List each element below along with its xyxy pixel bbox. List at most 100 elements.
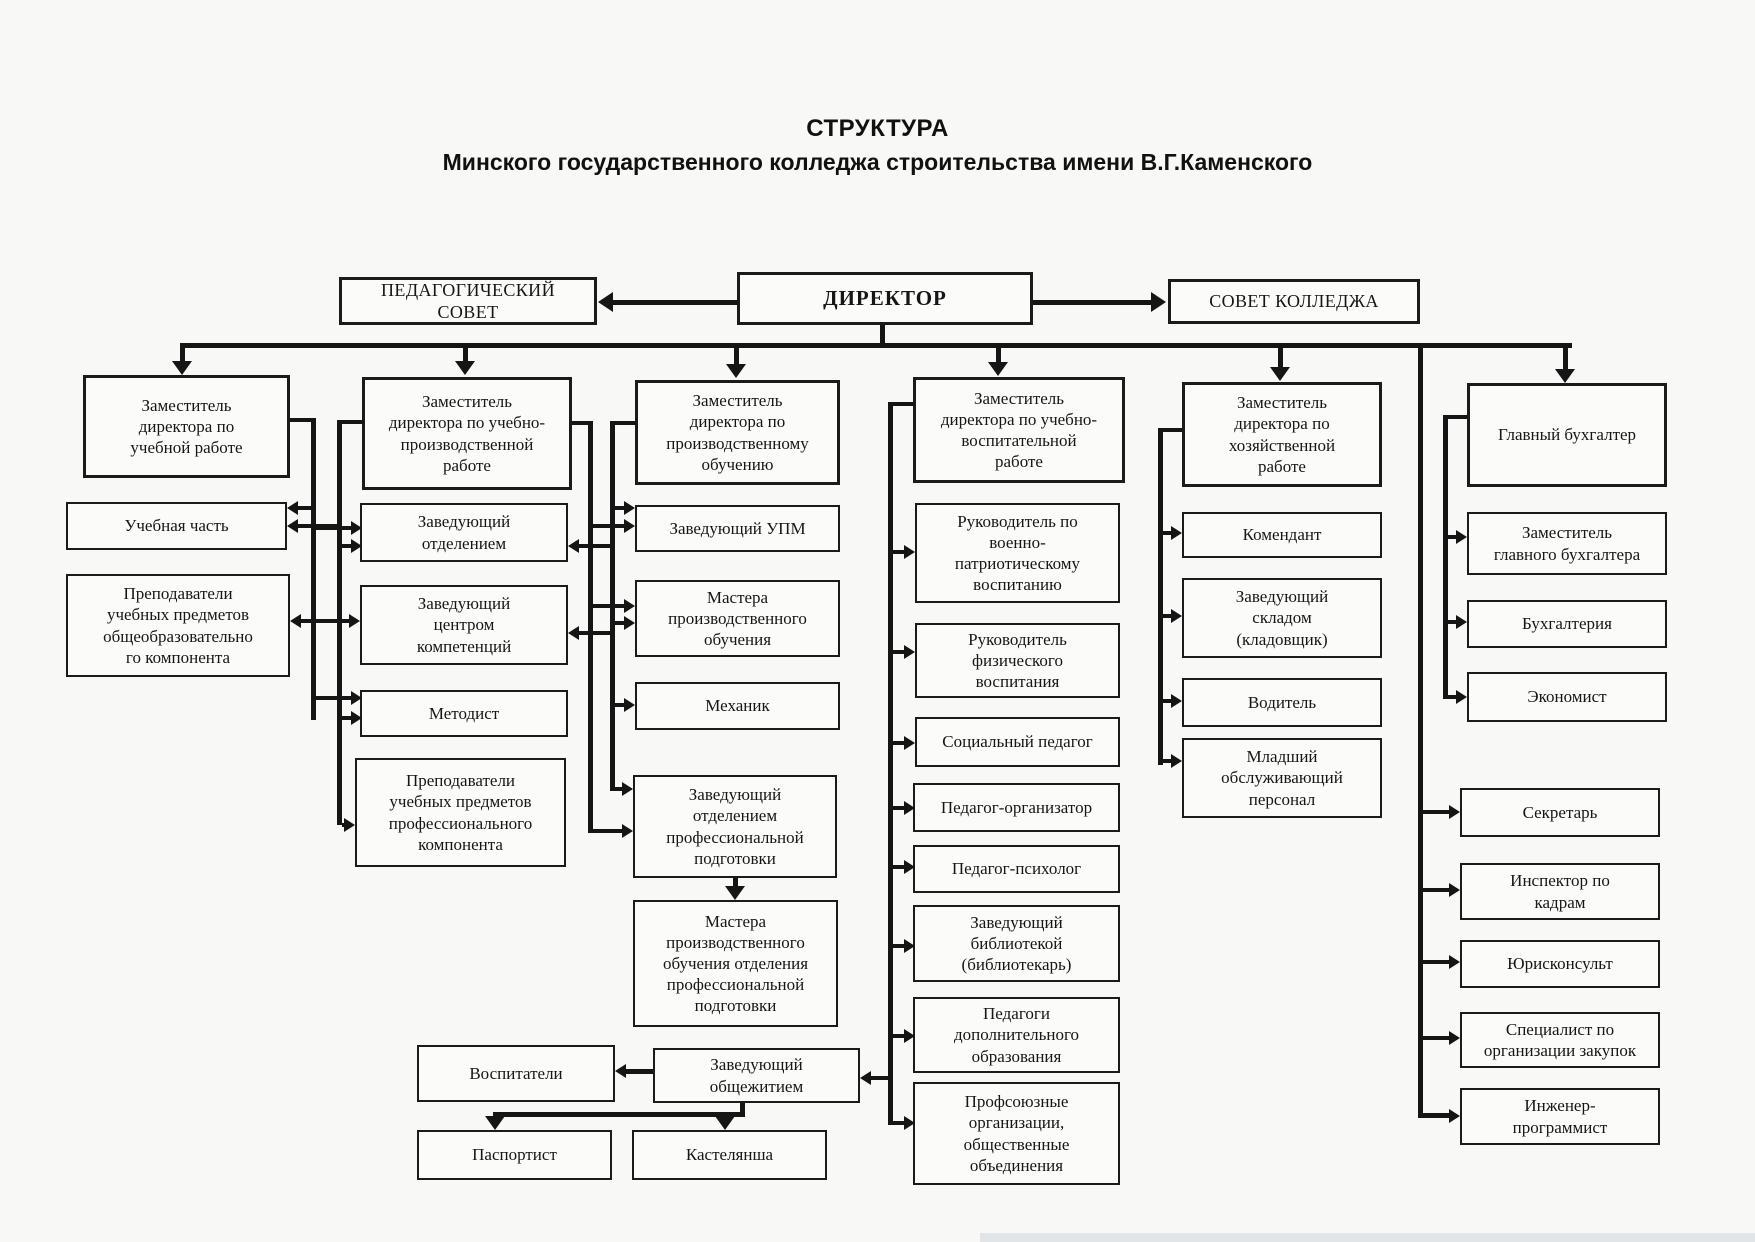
org-box-c2head: Заместитель директора по учебно- произво… bbox=[362, 377, 572, 490]
connector-line bbox=[1158, 428, 1163, 765]
connector-line bbox=[893, 650, 906, 654]
org-box-c2d: Преподаватели учебных предметов професси… bbox=[355, 758, 566, 867]
org-box-sec1: Секретарь bbox=[1460, 788, 1660, 837]
arrowhead-r bbox=[1171, 754, 1182, 768]
org-box-c4c: Социальный педагог bbox=[915, 717, 1120, 767]
org-box-sec5: Инженер- программист bbox=[1460, 1088, 1660, 1145]
org-box-c4h: Профсоюзные организации, общественные об… bbox=[913, 1082, 1120, 1185]
connector-line bbox=[180, 348, 185, 364]
arrowhead-d bbox=[172, 361, 192, 375]
org-box-c4a: Руководитель по военно- патриотическому … bbox=[915, 503, 1120, 603]
org-box-c2a: Заведующий отделением bbox=[360, 503, 568, 562]
arrowhead-r bbox=[624, 599, 635, 613]
connector-line bbox=[612, 421, 637, 425]
arrowhead-r bbox=[904, 801, 915, 815]
arrowhead-r bbox=[1449, 805, 1460, 819]
connector-line bbox=[572, 421, 592, 425]
connector-line bbox=[890, 402, 913, 406]
arrowhead-r bbox=[904, 939, 915, 953]
arrowhead-r bbox=[904, 860, 915, 874]
connector-line bbox=[493, 1112, 745, 1117]
arrowhead-r bbox=[624, 501, 635, 515]
connector-line bbox=[463, 348, 468, 364]
connector-line bbox=[734, 348, 739, 365]
connector-line bbox=[316, 526, 353, 530]
arrowhead-l bbox=[860, 1071, 871, 1085]
connector-line bbox=[615, 787, 625, 791]
arrowhead-r bbox=[1449, 1109, 1460, 1123]
connector-line bbox=[1423, 888, 1451, 892]
arrowhead-r bbox=[624, 698, 635, 712]
connector-line bbox=[996, 348, 1001, 364]
connector-line bbox=[180, 343, 1572, 348]
org-box-c5a: Комендант bbox=[1182, 512, 1382, 558]
connector-line bbox=[625, 1069, 653, 1074]
arrowhead-r bbox=[622, 824, 633, 838]
arrowhead-r bbox=[1449, 1031, 1460, 1045]
connector-line bbox=[1033, 300, 1151, 305]
org-box-c5d: Младший обслуживающий персонал bbox=[1182, 738, 1382, 818]
arrowhead-r bbox=[904, 545, 915, 559]
arrowhead-r bbox=[351, 711, 362, 725]
org-box-c1a: Учебная часть bbox=[66, 502, 287, 550]
connector-line bbox=[311, 418, 316, 720]
connector-line bbox=[588, 421, 593, 833]
connector-line bbox=[290, 418, 315, 422]
org-box-c2c: Методист bbox=[360, 690, 568, 737]
arrowhead-l bbox=[287, 501, 298, 515]
arrowhead-r bbox=[1456, 615, 1467, 629]
connector-line bbox=[577, 631, 615, 635]
connector-line bbox=[1423, 810, 1451, 814]
connector-line bbox=[1445, 415, 1467, 419]
connector-line bbox=[1423, 1036, 1451, 1040]
org-box-c6a: Заместитель главного бухгалтера bbox=[1467, 512, 1667, 575]
connector-line bbox=[1563, 348, 1568, 370]
connector-line bbox=[1163, 531, 1173, 535]
org-box-c5b: Заведующий складом (кладовщик) bbox=[1182, 578, 1382, 658]
connector-line bbox=[1418, 1113, 1451, 1118]
connector-line bbox=[1163, 614, 1173, 618]
connector-line bbox=[615, 703, 626, 707]
arrowhead-l bbox=[598, 292, 613, 312]
arrowhead-d bbox=[455, 361, 475, 375]
org-box-c2b: Заведующий центром компетенций bbox=[360, 585, 568, 665]
arrowhead-d bbox=[988, 362, 1008, 376]
connector-line bbox=[893, 741, 906, 745]
arrowhead-r bbox=[351, 691, 362, 705]
org-box-c3b: Мастера производственного обучения bbox=[635, 580, 840, 657]
arrowhead-r bbox=[904, 645, 915, 659]
connector-line bbox=[893, 944, 906, 948]
page-subtitle: Минского государственного колледжа строи… bbox=[442, 149, 1313, 175]
arrowhead-r bbox=[1449, 883, 1460, 897]
connector-line bbox=[893, 806, 906, 810]
connector-line bbox=[1448, 695, 1458, 699]
connector-line bbox=[1418, 346, 1423, 1118]
org-box-c4head: Заместитель директора по учебно- воспита… bbox=[913, 377, 1125, 483]
arrowhead-l bbox=[568, 626, 579, 640]
arrowhead-r bbox=[1171, 609, 1182, 623]
arrowhead-r bbox=[344, 818, 355, 832]
connector-line bbox=[1278, 348, 1283, 368]
org-box-c6b: Бухгалтерия bbox=[1467, 600, 1667, 648]
arrowhead-l bbox=[290, 614, 301, 628]
connector-line bbox=[593, 524, 626, 528]
arrowhead-r bbox=[624, 616, 635, 630]
arrowhead-r bbox=[1456, 530, 1467, 544]
org-box-sovet: СОВЕТ КОЛЛЕДЖА bbox=[1168, 279, 1420, 324]
org-box-sec3: Юрисконсульт bbox=[1460, 940, 1660, 988]
org-box-c4d: Педагог-организатор bbox=[913, 783, 1120, 832]
arrowhead-r bbox=[1151, 292, 1166, 312]
page-title: СТРУКТУРА bbox=[806, 115, 949, 142]
connector-line bbox=[893, 865, 906, 869]
arrowhead-r bbox=[1171, 526, 1182, 540]
org-box-c3e: Мастера производственного обучения отдел… bbox=[633, 900, 838, 1027]
connector-line bbox=[296, 506, 313, 510]
connector-line bbox=[342, 716, 353, 720]
arrowhead-d bbox=[1555, 369, 1575, 383]
arrowhead-r bbox=[904, 736, 915, 750]
arrowhead-r bbox=[349, 614, 360, 628]
connector-line bbox=[299, 619, 349, 623]
arrowhead-r bbox=[1456, 690, 1467, 704]
connector-line bbox=[615, 506, 626, 510]
